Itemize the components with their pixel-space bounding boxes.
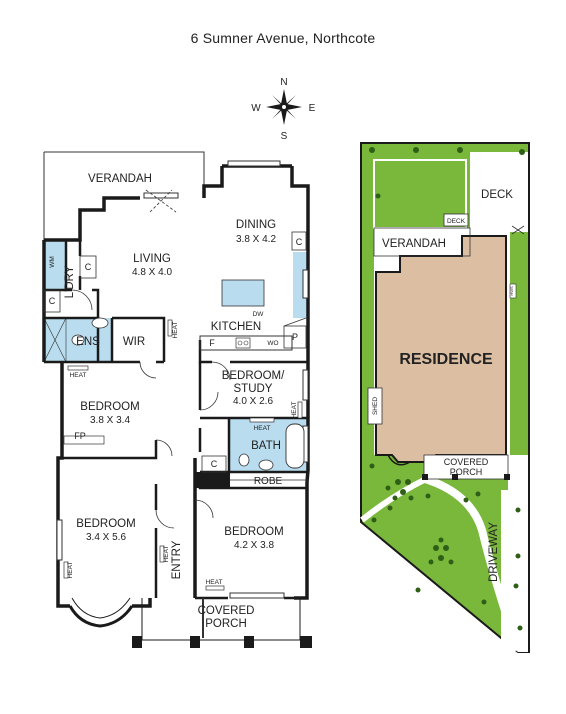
fireplace-label: FP xyxy=(74,431,86,441)
site-deck-small-label: DECK xyxy=(447,218,466,225)
shrubs xyxy=(369,147,525,631)
compass-rose-icon xyxy=(266,89,302,125)
bedroom-study-label-2: STUDY xyxy=(234,383,273,395)
site-plan xyxy=(360,142,530,653)
ensuite-label: ENS xyxy=(76,336,100,348)
dining-size: 3.8 X 4.2 xyxy=(236,234,276,245)
site-deck-label: DECK xyxy=(481,189,513,201)
compass-east-label: E xyxy=(309,103,316,114)
bedroom2-label: BEDROOM xyxy=(76,518,135,530)
interior-walls xyxy=(44,240,308,600)
site-porch-label-1: COVERED xyxy=(444,457,489,467)
cupboard-label-hall: C xyxy=(49,296,56,306)
shed-label: SHED xyxy=(372,397,379,415)
bedroom1-label: BEDROOM xyxy=(80,401,139,413)
cupboard-label-dining: C xyxy=(296,237,303,247)
heat-label-bedroom2: HEAT xyxy=(67,562,74,579)
robe-label: ROBE xyxy=(254,476,283,487)
residence-label: RESIDENCE xyxy=(399,351,493,368)
bedroom3-size: 4.2 X 3.8 xyxy=(234,540,274,551)
bedroom3-label: BEDROOM xyxy=(224,526,283,538)
compass-west-label: W xyxy=(251,103,261,114)
site-porch-label-2: PORCH xyxy=(450,467,483,477)
laundry-wet-area xyxy=(44,240,66,290)
kitchen-island xyxy=(221,279,265,307)
kitchen-bench xyxy=(293,252,307,318)
hws-label: HWS xyxy=(509,286,514,296)
heat-label-wir: HEAT xyxy=(172,322,179,339)
wir-label: WIR xyxy=(123,336,145,348)
bedroom-study-size: 4.0 X 2.6 xyxy=(233,396,273,407)
living-label: LIVING xyxy=(133,253,171,265)
bedroom-study-label-1: BEDROOM/ xyxy=(222,370,285,382)
heat-label-entry: HEAT xyxy=(163,546,170,563)
living-size: 4.8 X 4.0 xyxy=(132,267,172,278)
compass-south-label: S xyxy=(281,131,288,142)
driveway-label: DRIVEWAY xyxy=(488,522,500,582)
cupboard-label-bath: C xyxy=(211,459,218,469)
bedroom1-size: 3.8 X 3.4 xyxy=(90,415,130,426)
dishwasher-label: DW xyxy=(253,311,265,318)
cupboard-label-laundry: C xyxy=(85,262,92,272)
floor-plan xyxy=(42,151,312,648)
verandah-label: VERANDAH xyxy=(88,173,152,185)
bedroom2-size: 3.4 X 5.6 xyxy=(86,532,126,543)
site-verandah-label: VERANDAH xyxy=(382,238,446,250)
heat-label-bedroom3: HEAT xyxy=(206,579,223,586)
bath-label: BATH xyxy=(251,440,281,452)
compass-north-label: N xyxy=(280,77,287,88)
washing-machine-label: WM xyxy=(49,256,56,268)
wall-oven-label: WO xyxy=(267,340,278,347)
heat-label-study: HEAT xyxy=(291,402,298,419)
heat-label-bedroom1: HEAT xyxy=(70,372,87,379)
entry-label: ENTRY xyxy=(171,540,183,579)
porch-label-1: COVERED xyxy=(198,605,255,617)
fridge-label: F xyxy=(209,338,215,348)
porch-label-2: PORCH xyxy=(205,618,247,630)
dining-label: DINING xyxy=(236,219,276,231)
pantry-label: P xyxy=(292,332,298,342)
page-title: 6 Sumner Avenue, Northcote xyxy=(190,30,376,46)
kitchen-label: KITCHEN xyxy=(211,321,261,333)
heat-label-bath: HEAT xyxy=(254,425,271,432)
laundry-label: L'DRY xyxy=(64,265,76,298)
exterior-walls xyxy=(42,164,310,608)
